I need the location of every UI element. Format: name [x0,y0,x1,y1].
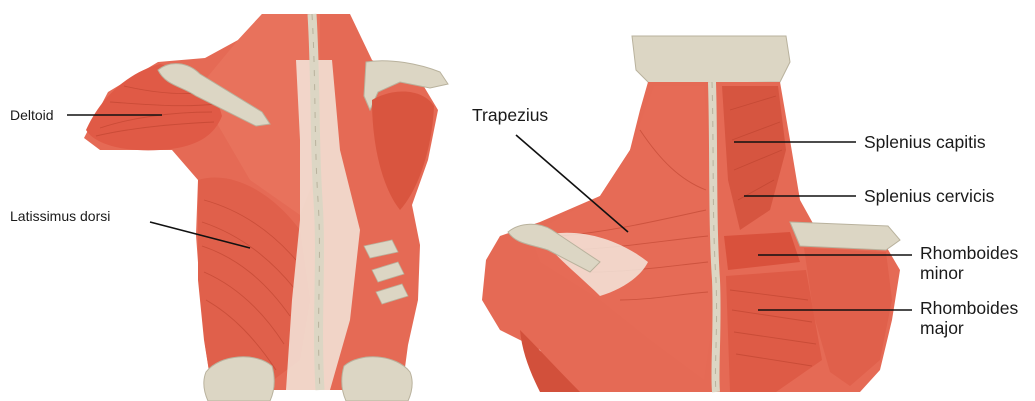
label-trapezius: Trapezius [472,105,548,125]
label-splenius-cervicis: Splenius cervicis [864,186,995,206]
label-rhomboides-major-line1: Rhomboides [920,298,1018,318]
right-panel-right-scapula [790,222,900,250]
right-panel-deep-back [482,36,900,392]
right-skull-base [632,36,790,84]
label-rhomboides-minor-line1: Rhomboides [920,243,1018,263]
label-rhomboides-major-line2: major [920,318,964,338]
left-panel-superficial-back [84,14,448,401]
label-deltoid: Deltoid [10,107,54,123]
label-splenius-capitis: Splenius capitis [864,132,986,152]
label-latissimus-dorsi: Latissimus dorsi [10,208,110,224]
label-rhomboides-minor-line2: minor [920,263,964,283]
